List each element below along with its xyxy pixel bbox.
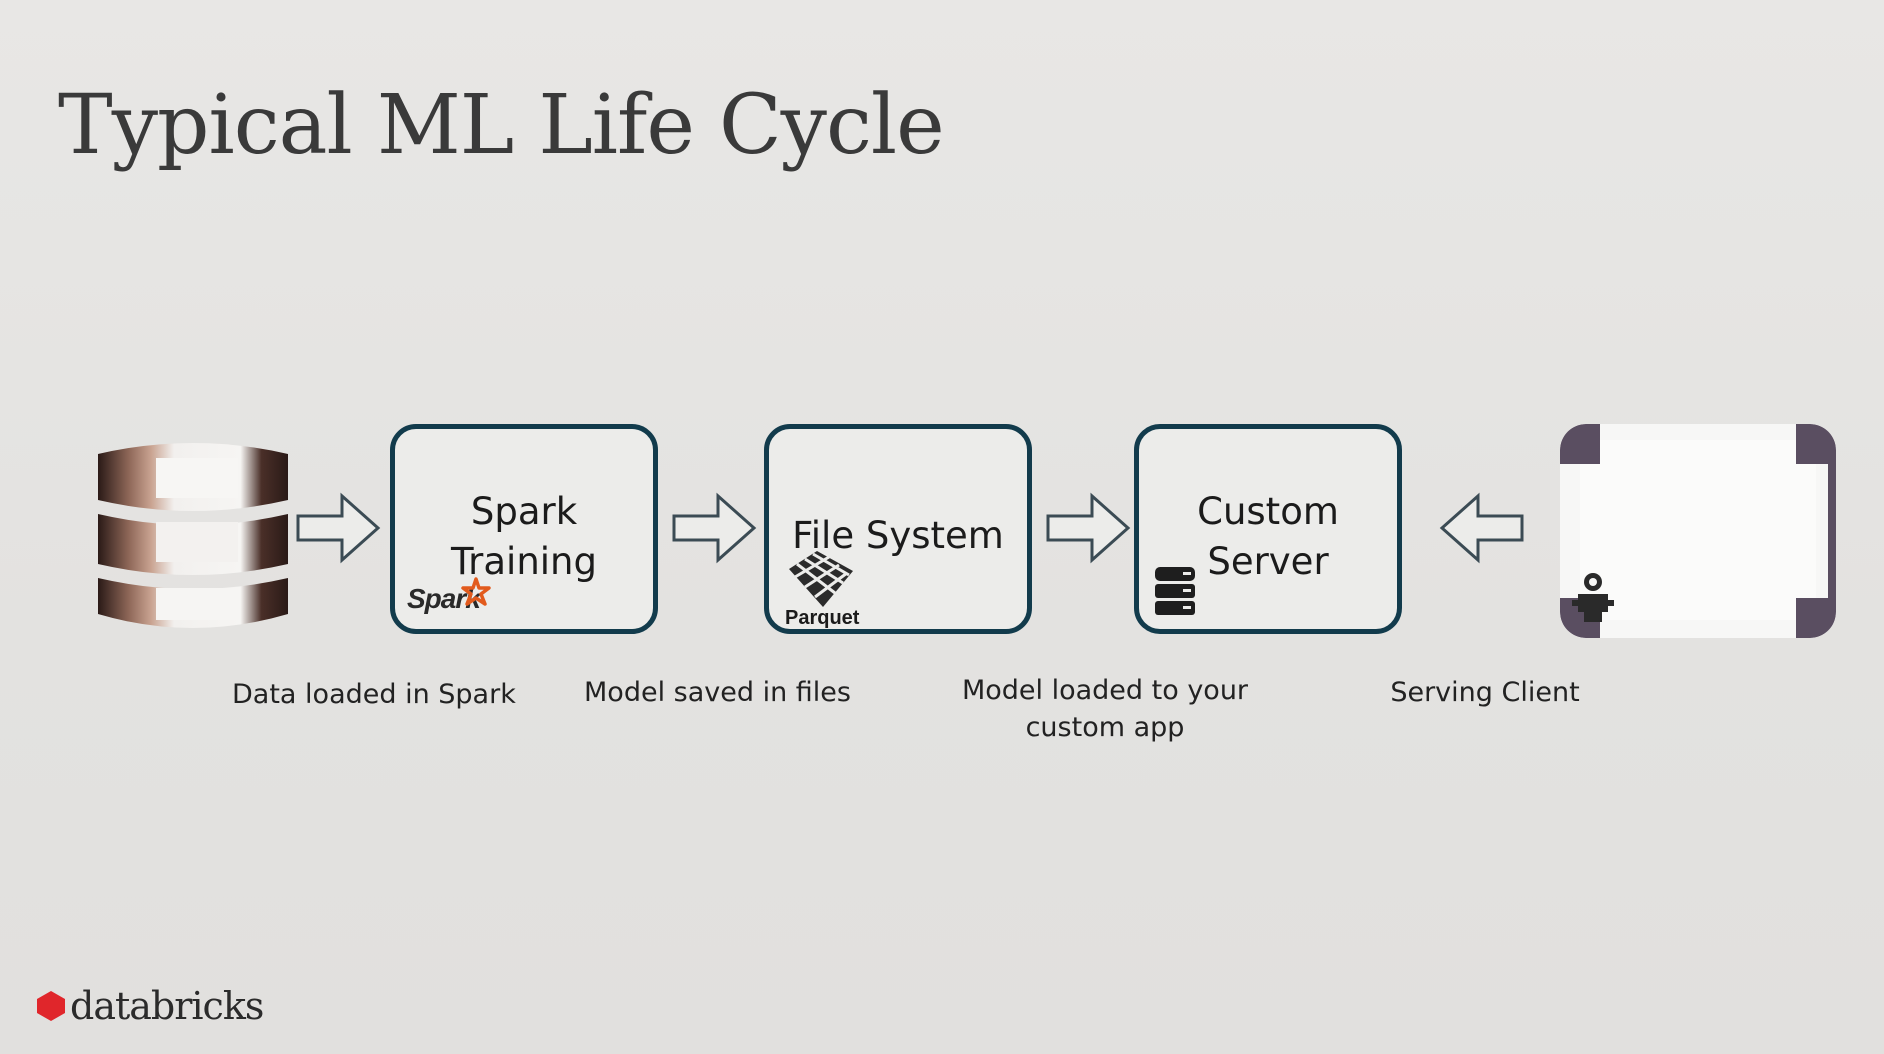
caption-model-loaded: Model loaded to your custom app xyxy=(950,672,1260,746)
caption-model-loaded-line1: Model loaded to your xyxy=(961,675,1249,706)
right-arrow-icon xyxy=(672,492,757,564)
caption-data-loaded: Data loaded in Spark xyxy=(232,679,516,710)
right-arrow-icon xyxy=(1046,492,1131,564)
client-corner xyxy=(1796,424,1836,464)
serving-client-image xyxy=(1560,424,1836,638)
file-system-label: File System xyxy=(792,514,1004,557)
client-image-inner xyxy=(1580,440,1816,620)
parquet-icon xyxy=(789,551,853,607)
custom-server-label-line1: Custom xyxy=(1197,490,1339,533)
slide-title: Typical ML Life Cycle xyxy=(58,78,945,173)
file-system-node: File System Parquet xyxy=(764,424,1032,634)
database-icon xyxy=(98,443,288,628)
custom-server-label-line2: Server xyxy=(1207,540,1329,583)
client-edge xyxy=(1828,464,1836,598)
client-corner xyxy=(1796,598,1836,638)
databricks-logo: databricks xyxy=(34,984,264,1028)
client-corner xyxy=(1560,424,1600,464)
parquet-logo-text: Parquet xyxy=(785,607,860,629)
spark-training-node: Spark Training Spark xyxy=(390,424,658,634)
spark-training-label: Spark Training xyxy=(395,487,653,587)
caption-model-saved: Model saved in files xyxy=(584,677,851,708)
caption-serving-client: Serving Client xyxy=(1390,677,1580,708)
left-arrow-icon xyxy=(1439,492,1524,564)
spark-star-icon xyxy=(461,577,491,606)
spark-training-label-line2: Training xyxy=(451,540,597,583)
custom-server-label: Custom Server xyxy=(1139,487,1397,587)
right-arrow-icon xyxy=(296,492,381,564)
server-icon xyxy=(1155,567,1195,615)
caption-model-loaded-line2: custom app xyxy=(1025,712,1185,743)
brand-name: databricks xyxy=(70,984,264,1028)
custom-server-node: Custom Server xyxy=(1134,424,1402,634)
spark-training-label-line1: Spark xyxy=(470,490,578,533)
client-gear-icon xyxy=(1572,573,1614,622)
databricks-brick-icon xyxy=(37,991,65,1021)
